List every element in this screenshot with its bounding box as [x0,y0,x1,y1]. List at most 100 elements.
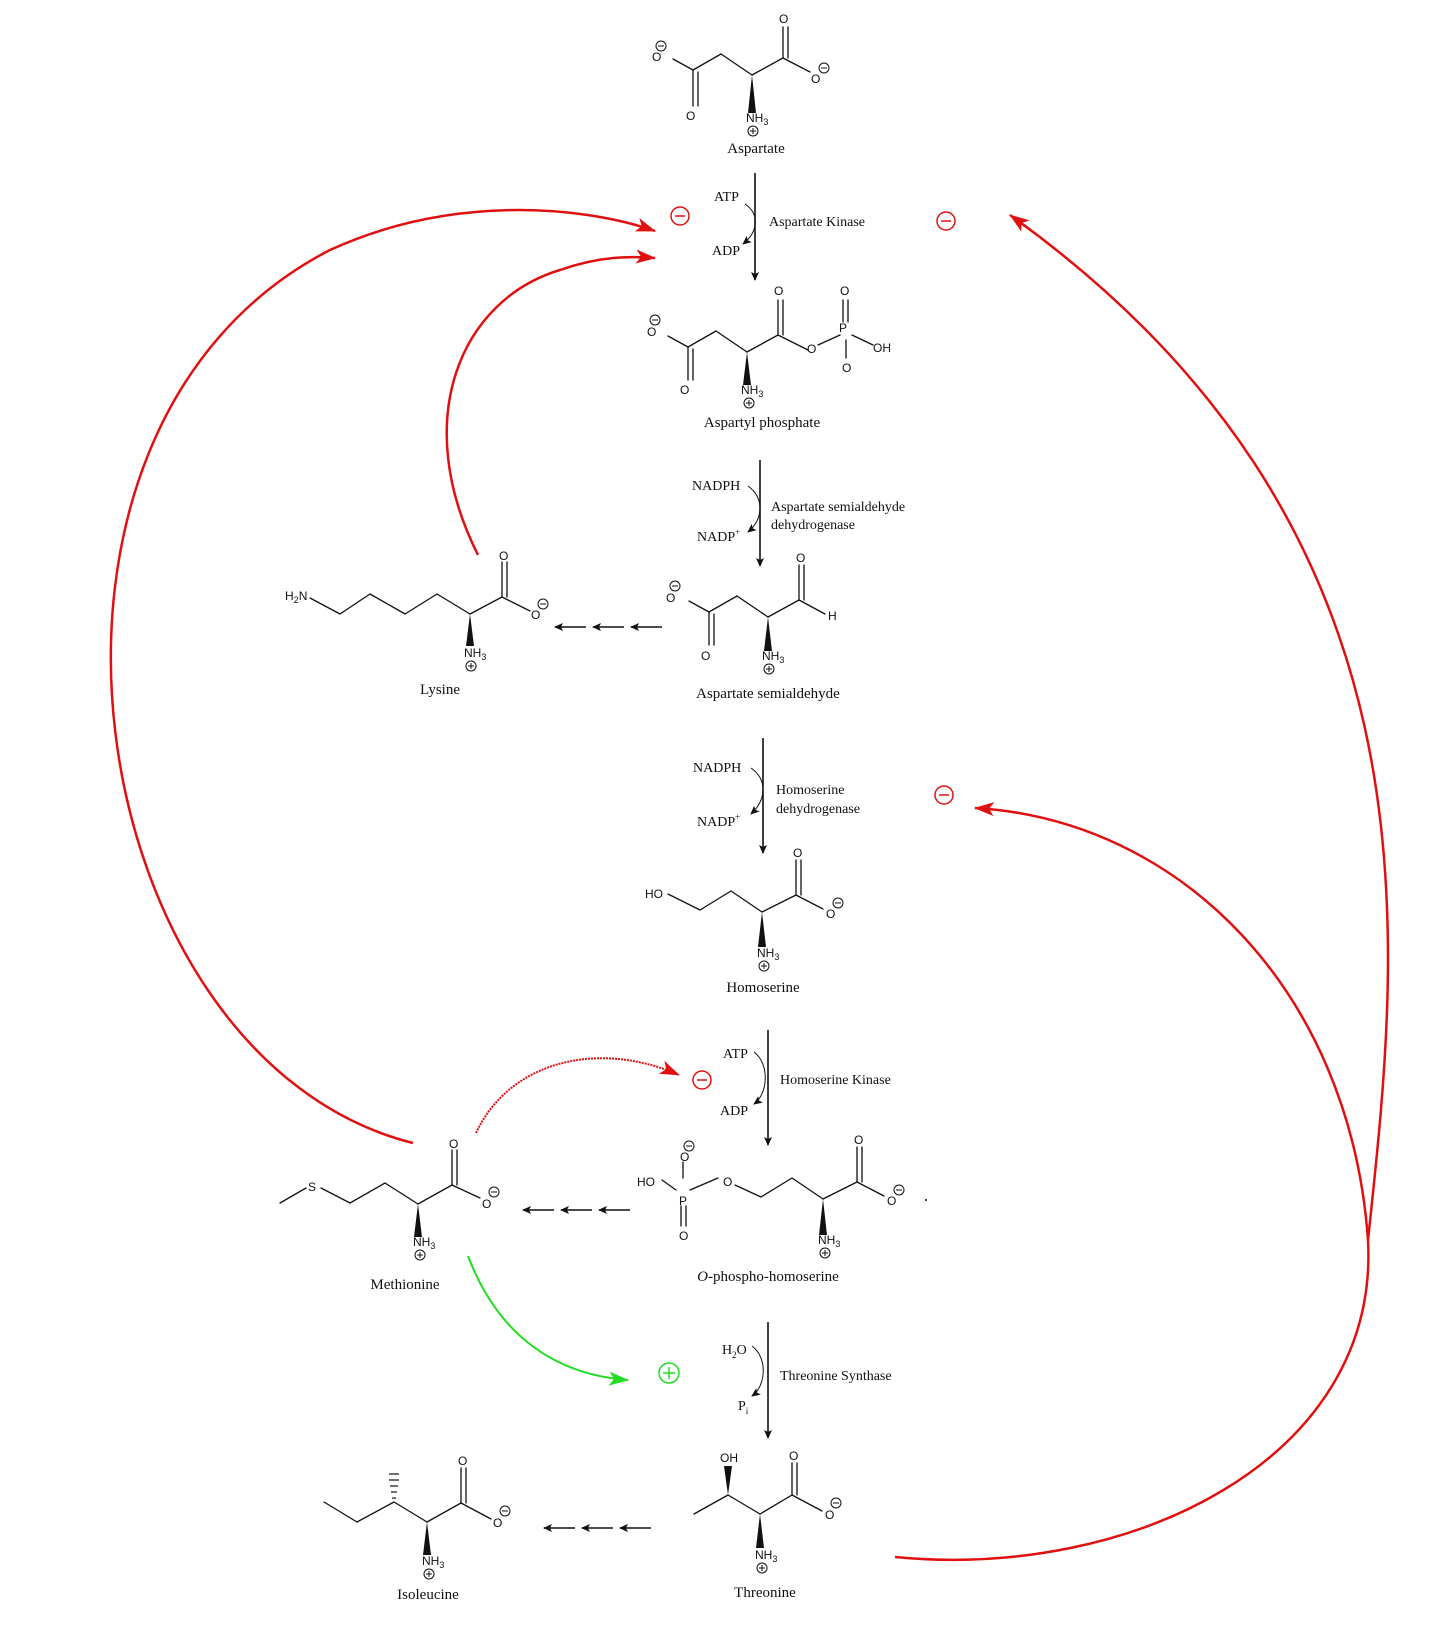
svg-text:O: O [887,1194,896,1208]
molecule-o-phospho-homoserine: HO P O O O O O NH3 [637,1133,927,1259]
svg-text:NH3: NH3 [755,1548,777,1564]
svg-text:O: O [793,846,802,860]
svg-text:NH3: NH3 [741,383,763,399]
svg-text:O: O [723,1175,732,1189]
compound-aspartate-semialdehyde-label: Aspartate semialdehyde [696,686,840,702]
svg-text:O: O [789,1449,798,1463]
enzyme-asd-line2: dehydrogenase [771,518,855,533]
svg-text:O: O [686,109,695,123]
inhibition-marker-aspartate-kinase-left [670,206,690,226]
nadph-label: NADPH [692,479,740,494]
svg-text:O: O [482,1197,491,1211]
molecule-threonine: OH O O NH3 [693,1449,842,1574]
svg-text:O: O [449,1137,458,1151]
inhibition-marker-homoserine-kinase [692,1070,712,1090]
svg-text:O: O [493,1516,502,1530]
svg-text:HO: HO [637,1175,655,1189]
molecule-methionine: S O O NH3 [279,1137,500,1261]
svg-text:O: O [842,361,851,375]
svg-text:O: O [840,284,849,298]
svg-text:O: O [680,383,689,397]
compound-methionine-label: Methionine [370,1277,439,1293]
nadph-label: NADPH [693,761,741,776]
svg-text:NH3: NH3 [422,1554,444,1570]
svg-text:O: O [807,342,816,356]
svg-text:OH: OH [720,1451,738,1465]
step4-labels: ATP ADP Homoserine Kinase [720,1047,891,1119]
step2-labels: NADPH NADP+ Aspartate semialdehyde dehyd… [692,479,905,545]
methionine-inhibits-aspartate-kinase-arrow [109,208,656,1145]
svg-text:O: O [811,72,820,86]
step1-labels: ATP ADP Aspartate Kinase [712,190,865,259]
molecule-aspartate: O O O O NH3 [652,12,830,137]
svg-text:O: O [680,1150,689,1164]
enzyme-threonine-synthase: Threonine Synthase [780,1369,892,1384]
svg-text:O: O [701,649,710,663]
methionine-inhibits-homoserine-kinase-arrow [475,1057,680,1134]
feedback-arrows [109,208,1390,1562]
svg-text:O: O [825,1508,834,1522]
molecule-aspartate-semialdehyde: O O O H NH3 [666,551,837,675]
atp-label: ATP [723,1047,748,1062]
svg-text:NH3: NH3 [757,946,779,962]
svg-text:H2N: H2N [285,589,307,605]
atp-label: ATP [714,190,739,205]
svg-text:O: O [499,549,508,563]
compound-isoleucine-label: Isoleucine [397,1587,459,1603]
svg-text:O: O [666,591,675,605]
molecule-isoleucine: O O NH3 [323,1454,511,1580]
svg-text:P: P [839,321,847,335]
compound-threonine-label: Threonine [734,1585,796,1601]
nadp-label: NADP+ [697,527,740,545]
svg-text:NH3: NH3 [413,1235,435,1251]
svg-text:O: O [774,284,783,298]
svg-text:O: O [647,325,656,339]
activation-marker-threonine-synthase [658,1362,680,1384]
svg-text:O: O [854,1133,863,1147]
svg-text:O: O [458,1454,467,1468]
adp-label: ADP [720,1104,748,1119]
compound-aspartyl-phosphate-label: Aspartyl phosphate [704,415,821,431]
svg-text:NH3: NH3 [746,111,768,127]
svg-text:S: S [308,1180,316,1194]
compound-lysine-label: Lysine [420,682,460,698]
molecule-aspartyl-phosphate: O O O O P O OH O NH3 [647,284,891,409]
svg-text:O: O [679,1229,688,1243]
reaction-arrows [742,173,772,1439]
svg-text:H: H [828,609,837,623]
h2o-label: H2O [722,1343,747,1360]
molecule-lysine: H2N O O NH3 [285,549,549,672]
svg-text:O: O [779,12,788,26]
compound-homoserine-label: Homoserine [726,980,800,996]
molecule-homoserine: HO O O NH3 [645,846,844,972]
enzyme-homoserine-kinase: Homoserine Kinase [780,1073,891,1088]
methionine-activates-threonine-synthase-arrow [467,1255,629,1386]
threonine-inhibits-homoserine-dehydrogenase-arrow [894,802,1370,1562]
pi-label: Pi [738,1399,749,1416]
hashed-wedge [389,1473,399,1499]
regulation-markers [658,206,956,1384]
svg-text:NH3: NH3 [818,1233,840,1249]
step3-labels: NADPH NADP+ Homoserine dehydrogenase [693,761,860,830]
svg-text:HO: HO [645,887,663,901]
nadp-label: NADP+ [697,812,740,830]
compound-o-phospho-homoserine-label: O-phospho-homoserine [697,1269,839,1285]
svg-text:O: O [652,50,661,64]
svg-text:NH3: NH3 [464,646,486,662]
svg-text:OH: OH [873,341,891,355]
lysine-inhibits-aspartate-kinase-arrow [445,249,656,556]
enzyme-aspartate-kinase: Aspartate Kinase [769,215,865,230]
svg-text:O: O [796,551,805,565]
multistep-arrows [522,623,662,1532]
svg-text:NH3: NH3 [762,649,784,665]
inhibition-marker-homoserine-dehydrogenase [934,785,954,805]
svg-text:O: O [531,608,540,622]
inhibition-marker-aspartate-kinase-right [936,211,956,231]
adp-label: ADP [712,244,740,259]
svg-text:O: O [826,907,835,921]
enzyme-hsd-line2: dehydrogenase [776,802,860,817]
enzyme-asd-line1: Aspartate semialdehyde [771,500,905,515]
svg-text:P: P [679,1194,687,1208]
enzyme-hsd-line1: Homoserine [776,783,844,798]
